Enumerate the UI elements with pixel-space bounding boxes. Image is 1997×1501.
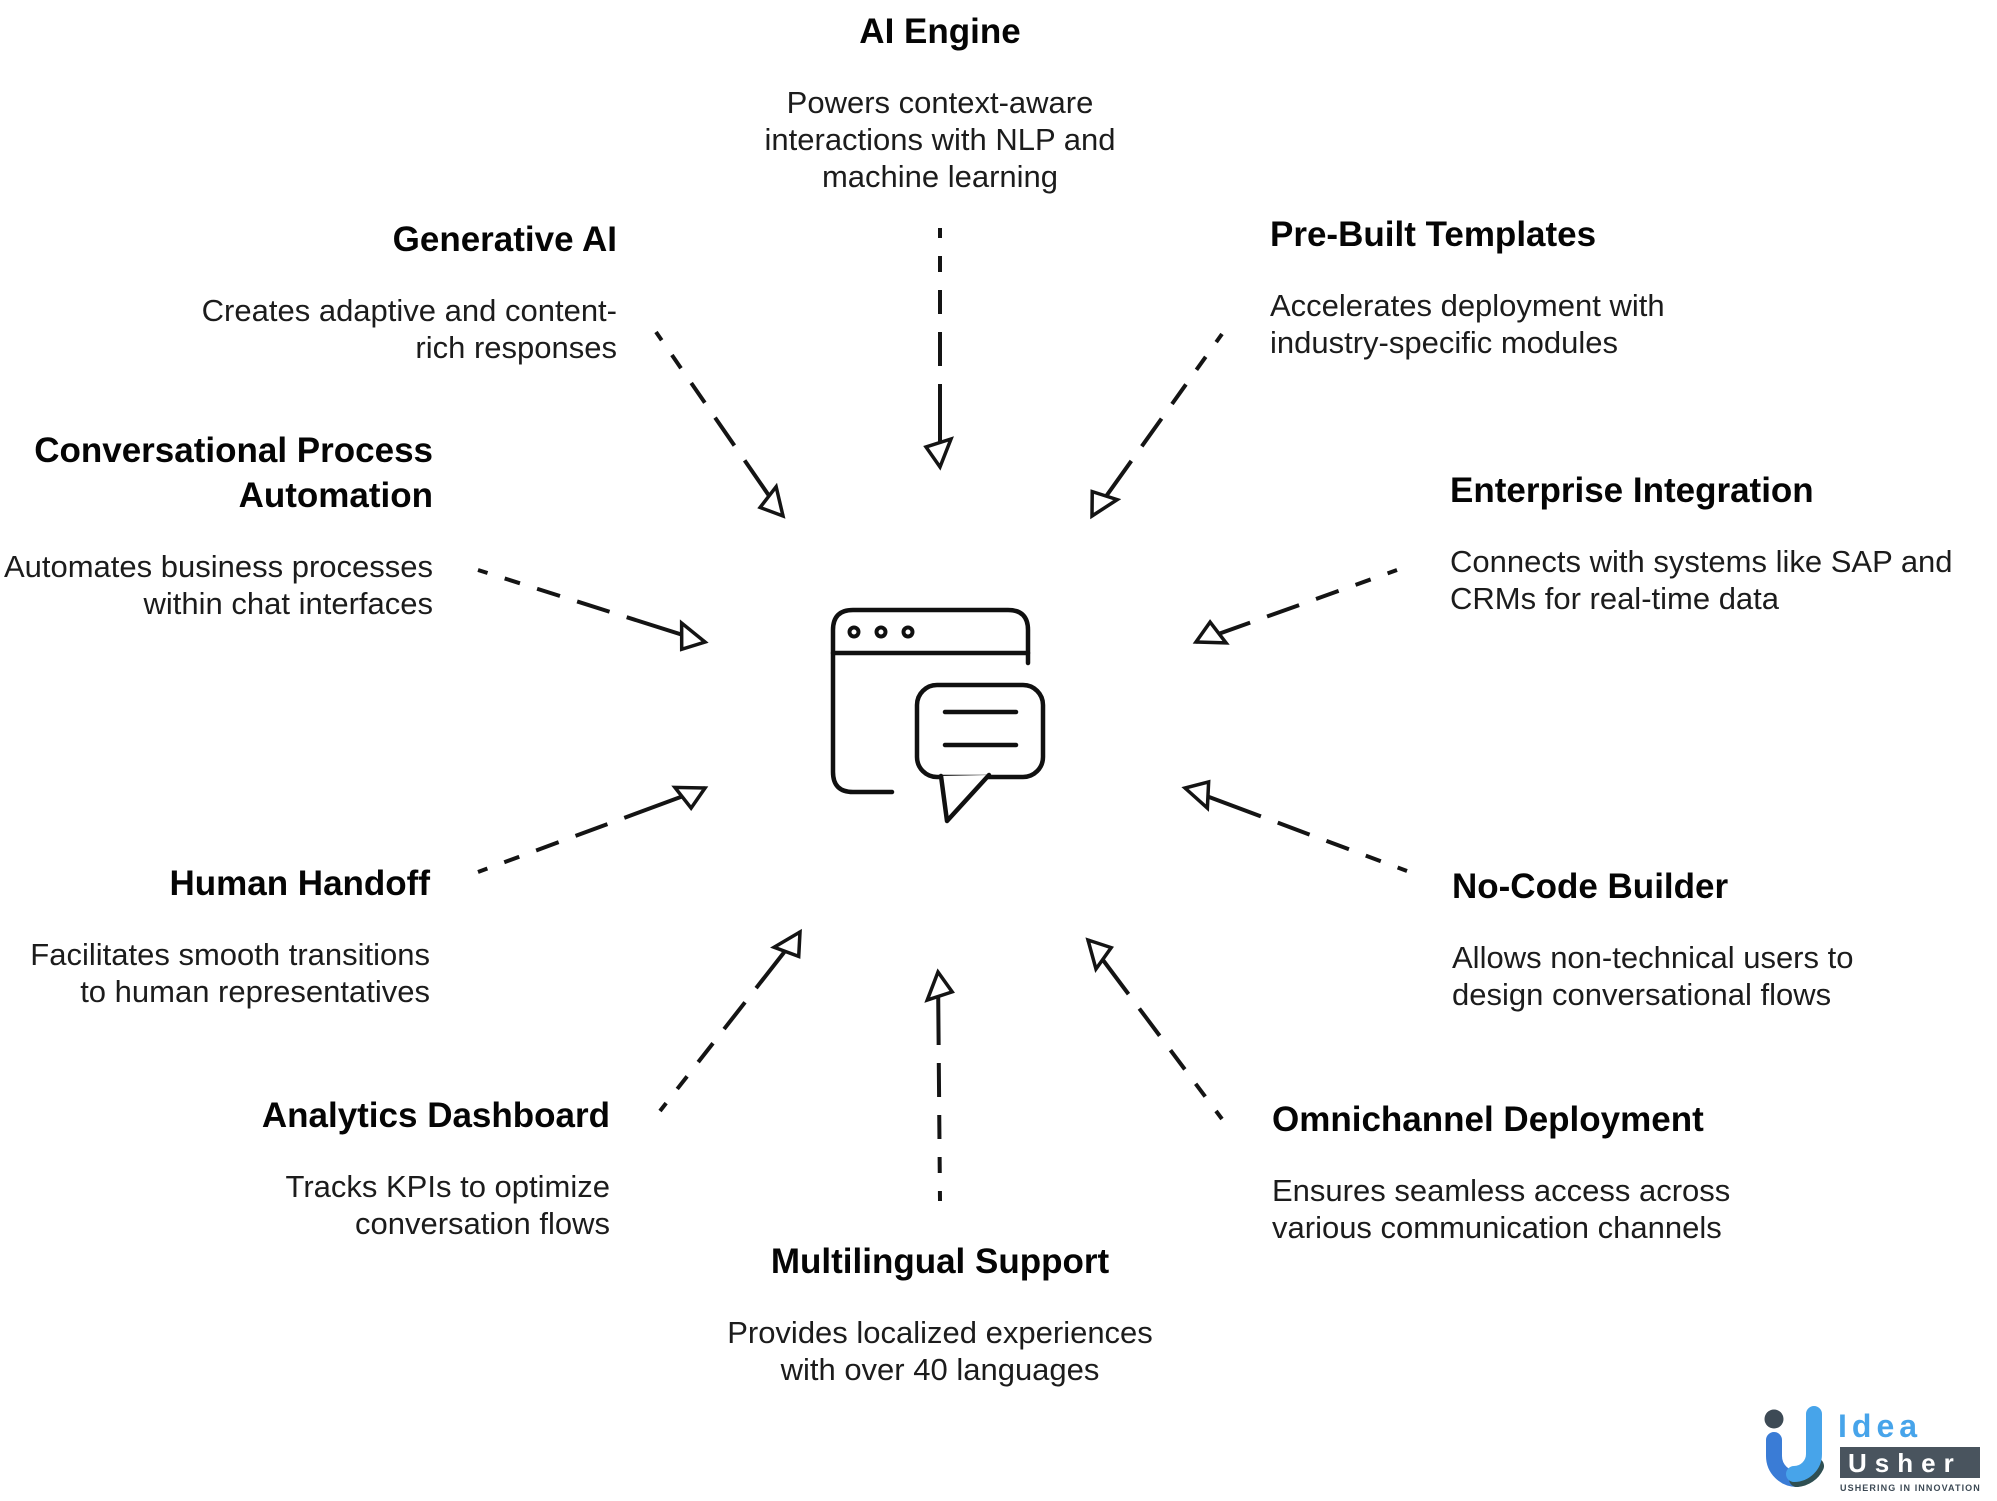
browser-dot-icon — [901, 625, 915, 639]
idea-usher-logo[interactable]: Idea Usher USHERING IN INNOVATION — [1752, 1402, 1992, 1501]
browser-dot-icon — [847, 625, 861, 639]
feature-title: No-Code Builder — [1452, 867, 1729, 906]
arrow-human-handoff — [477, 785, 709, 874]
browser-window-outline — [830, 607, 1031, 795]
logo-tagline: USHERING IN INNOVATION — [1840, 1483, 1981, 1493]
feature-description: Accelerates deployment with industry-spe… — [1270, 288, 1665, 360]
feature-title: Conversational Process Automation — [34, 431, 433, 515]
feature-title: Human Handoff — [169, 864, 430, 903]
feature-enterprise-integration: Enterprise Integration Connects with sys… — [1450, 468, 1953, 617]
chat-bubble — [914, 682, 1046, 780]
arrow-generative-ai — [654, 330, 786, 519]
chat-bubble-tail — [938, 772, 992, 824]
feature-description: Allows non-technical users to design con… — [1452, 940, 1854, 1012]
arrow-no-code-builder — [1181, 779, 1408, 873]
feature-title: Pre-Built Templates — [1270, 215, 1597, 254]
feature-title: Multilingual Support — [770, 1242, 1110, 1281]
logo-brand-bottom: Usher — [1848, 1447, 1962, 1478]
arrow-omnichannel-deployment — [1085, 937, 1224, 1121]
feature-description: Ensures seamless access across various c… — [1272, 1173, 1731, 1245]
arrow-enterprise-integration — [1192, 568, 1398, 645]
feature-description: Connects with systems like SAP and CRMs … — [1450, 544, 1953, 616]
feature-description: Tracks KPIs to optimize conversation flo… — [285, 1169, 610, 1241]
feature-no-code-builder: No-Code Builder Allows non-technical use… — [1452, 864, 1853, 1013]
feature-description: Facilitates smooth transitions to human … — [30, 937, 430, 1009]
feature-title: Enterprise Integration — [1450, 471, 1814, 510]
arrow-pre-built-templates — [1090, 332, 1224, 520]
feature-human-handoff: Human Handoff Facilitates smooth transit… — [30, 861, 430, 1010]
feature-ai-engine: AI Engine Powers context-aware interacti… — [765, 9, 1116, 195]
arrow-multilingual-support — [924, 968, 955, 1202]
feature-generative-ai: Generative AI Creates adaptive and conte… — [202, 217, 617, 366]
arrow-conversational-process-automation — [477, 568, 709, 652]
feature-description: Powers context-aware interactions with N… — [764, 85, 1116, 194]
feature-description: Creates adaptive and content- rich respo… — [201, 293, 617, 365]
feature-description: Automates business processes within chat… — [3, 549, 433, 621]
arrow-analytics-dashboard — [658, 928, 802, 1113]
feature-omnichannel-deployment: Omnichannel Deployment Ensures seamless … — [1272, 1097, 1730, 1246]
feature-title: Generative AI — [392, 220, 617, 259]
feature-title: AI Engine — [859, 12, 1021, 51]
feature-analytics-dashboard: Analytics Dashboard Tracks KPIs to optim… — [262, 1093, 610, 1242]
feature-pre-built-templates: Pre-Built Templates Accelerates deployme… — [1270, 212, 1665, 361]
feature-title: Omnichannel Deployment — [1272, 1100, 1704, 1139]
idea-usher-monogram-icon — [1764, 1406, 1824, 1487]
browser-dot-icon — [874, 625, 888, 639]
feature-title: Analytics Dashboard — [261, 1096, 610, 1135]
feature-conversational-process-automation: Conversational Process Automation Automa… — [4, 428, 433, 622]
feature-description: Provides localized experiences with over… — [727, 1315, 1153, 1387]
logo-brand-bottom-box: Usher — [1840, 1447, 1980, 1478]
browser-chat-icon — [830, 607, 1046, 824]
feature-multilingual-support: Multilingual Support Provides localized … — [727, 1239, 1153, 1388]
logo-brand-top: Idea — [1838, 1408, 1923, 1444]
